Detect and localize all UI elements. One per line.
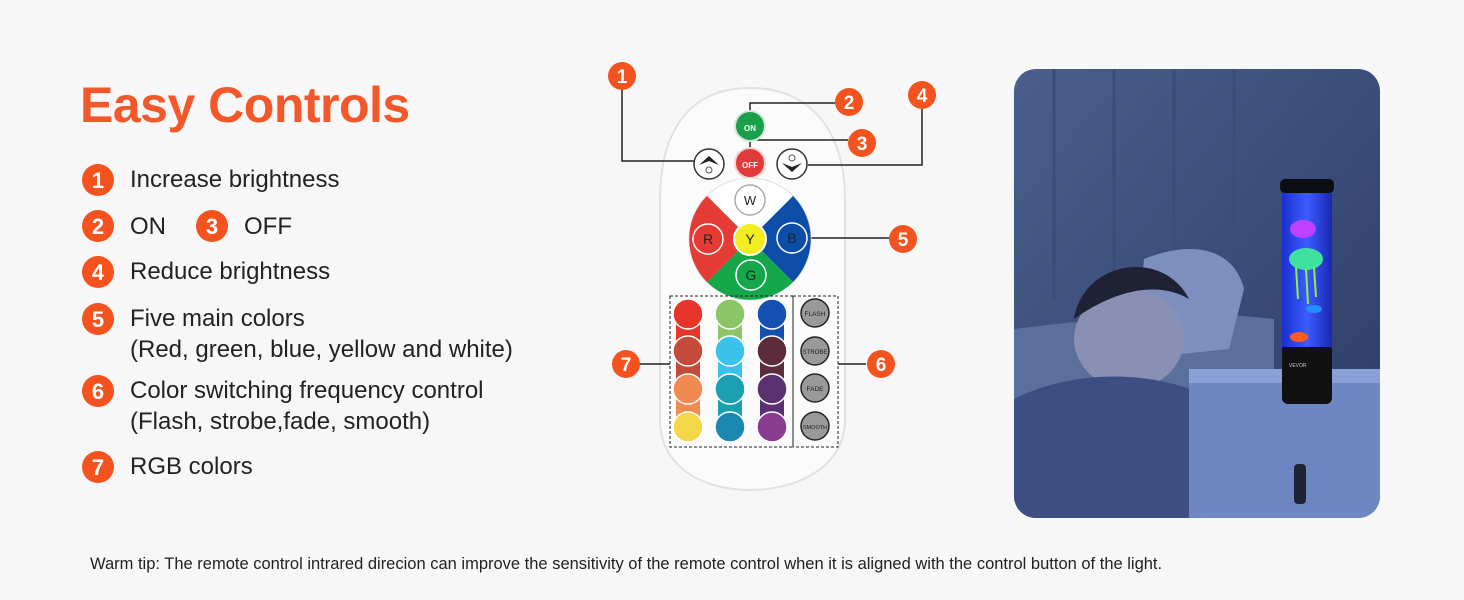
feature-5: 5 Five main colors (Red, green, blue, ye… [82,303,513,365]
jellyfish-lamp: VEVOR [1280,179,1334,404]
callout-2: 2 [835,88,863,116]
on-button[interactable]: ON [734,110,766,142]
rgb-color-button[interactable] [714,373,746,405]
rgb-color-button[interactable] [672,373,704,405]
sun-icon [788,154,796,162]
brightness-down-button[interactable] [776,148,808,180]
drawer-handle [1294,464,1306,504]
callout-6: 6 [867,350,895,378]
callout-7: 7 [612,350,640,378]
boy-face [1074,289,1184,389]
mode-label: STROBE [803,350,828,356]
green-button[interactable]: G [735,259,767,291]
arrow-down-icon [782,163,802,172]
page-title: Easy Controls [80,77,410,133]
callout-1: 1 [608,62,636,90]
callout-3: 3 [848,129,876,157]
blue-button[interactable]: B [776,222,808,254]
callout-number: 1 [617,67,628,88]
feature-text: Reduce brightness [130,258,331,285]
brightness-up-button[interactable] [693,148,725,180]
on-label: ON [744,124,756,133]
blue-label: B [787,230,796,246]
callout-number: 5 [898,230,909,251]
feature-text: OFF [244,212,292,240]
number-badge: 2 [82,210,114,242]
white-button[interactable]: W [734,184,766,216]
feature-text: Five main colors [130,305,305,332]
yellow-button[interactable]: Y [733,222,767,256]
rgb-color-grid [672,298,788,443]
rgb-color-button[interactable] [714,335,746,367]
number-badge: 1 [82,164,114,196]
mode-label: FADE [807,386,825,393]
callout-number: 2 [844,93,855,114]
mode-label: SMOOTH [803,425,827,431]
mode-label: FLASH [805,311,826,318]
sun-icon [705,166,713,174]
callout-number: 7 [621,355,632,376]
feature-text: RGB colors [130,453,253,480]
rgb-color-button[interactable] [756,373,788,405]
rgb-grid-box [669,295,794,448]
rgb-color-button[interactable] [672,335,704,367]
rgb-color-button[interactable] [756,298,788,330]
green-label: G [746,267,757,283]
feature-text: Increase brightness [130,166,340,193]
rgb-color-button[interactable] [714,298,746,330]
rgb-color-button[interactable] [756,335,788,367]
red-label: R [703,231,713,247]
feature-7: 7 RGB colors [82,451,253,483]
yellow-label: Y [745,231,755,247]
white-label: W [744,193,757,208]
product-photo-boy-sleeping-with-jellyfish-lamp: VEVOR [1014,69,1380,518]
mode-fade-button[interactable]: FADE [800,373,830,403]
red-button[interactable]: R [692,223,724,255]
number-badge: 6 [82,375,114,407]
number-badge: 3 [196,210,228,242]
feature-6: 6 Color switching frequency control (Fla… [82,375,484,437]
rgb-color-button[interactable] [672,411,704,443]
arrow-up-icon [699,156,719,165]
feature-text: ON [130,212,166,240]
mode-flash-button[interactable]: FLASH [800,298,830,328]
rgb-color-button[interactable] [756,411,788,443]
mode-smooth-button[interactable]: SMOOTH [800,411,830,441]
rgb-color-button[interactable] [714,411,746,443]
callout-5: 5 [889,225,917,253]
number-badge: 5 [82,303,114,335]
feature-subtext: (Flash, strobe,fade, smooth) [130,408,431,435]
off-button[interactable]: OFF [734,147,766,179]
lamp-brand: VEVOR [1289,363,1307,369]
callout-number: 3 [857,134,868,155]
callout-number: 4 [917,86,928,107]
blanket [1014,376,1214,518]
number-badge: 4 [82,256,114,288]
callout-number: 6 [876,355,887,376]
feature-4: 4 Reduce brightness [82,256,330,288]
rgb-color-button[interactable] [672,298,704,330]
mode-strobe-button[interactable]: STROBE [800,336,830,366]
boy-hair [1074,266,1189,319]
headboard [1052,69,1236,299]
feature-text: Color switching frequency control [130,377,484,404]
number-badge: 7 [82,451,114,483]
feature-1: 1 Increase brightness [82,164,339,196]
remote-control-illustration: ON OFF W R Y B G [608,62,936,492]
mode-box [792,295,839,448]
feature-2-3: 2 ON 3 OFF [82,210,292,242]
off-label: OFF [742,161,758,170]
callout-4: 4 [908,81,936,109]
warm-tip: Warm tip: The remote control intrared di… [90,555,1163,573]
feature-subtext: (Red, green, blue, yellow and white) [130,336,513,363]
